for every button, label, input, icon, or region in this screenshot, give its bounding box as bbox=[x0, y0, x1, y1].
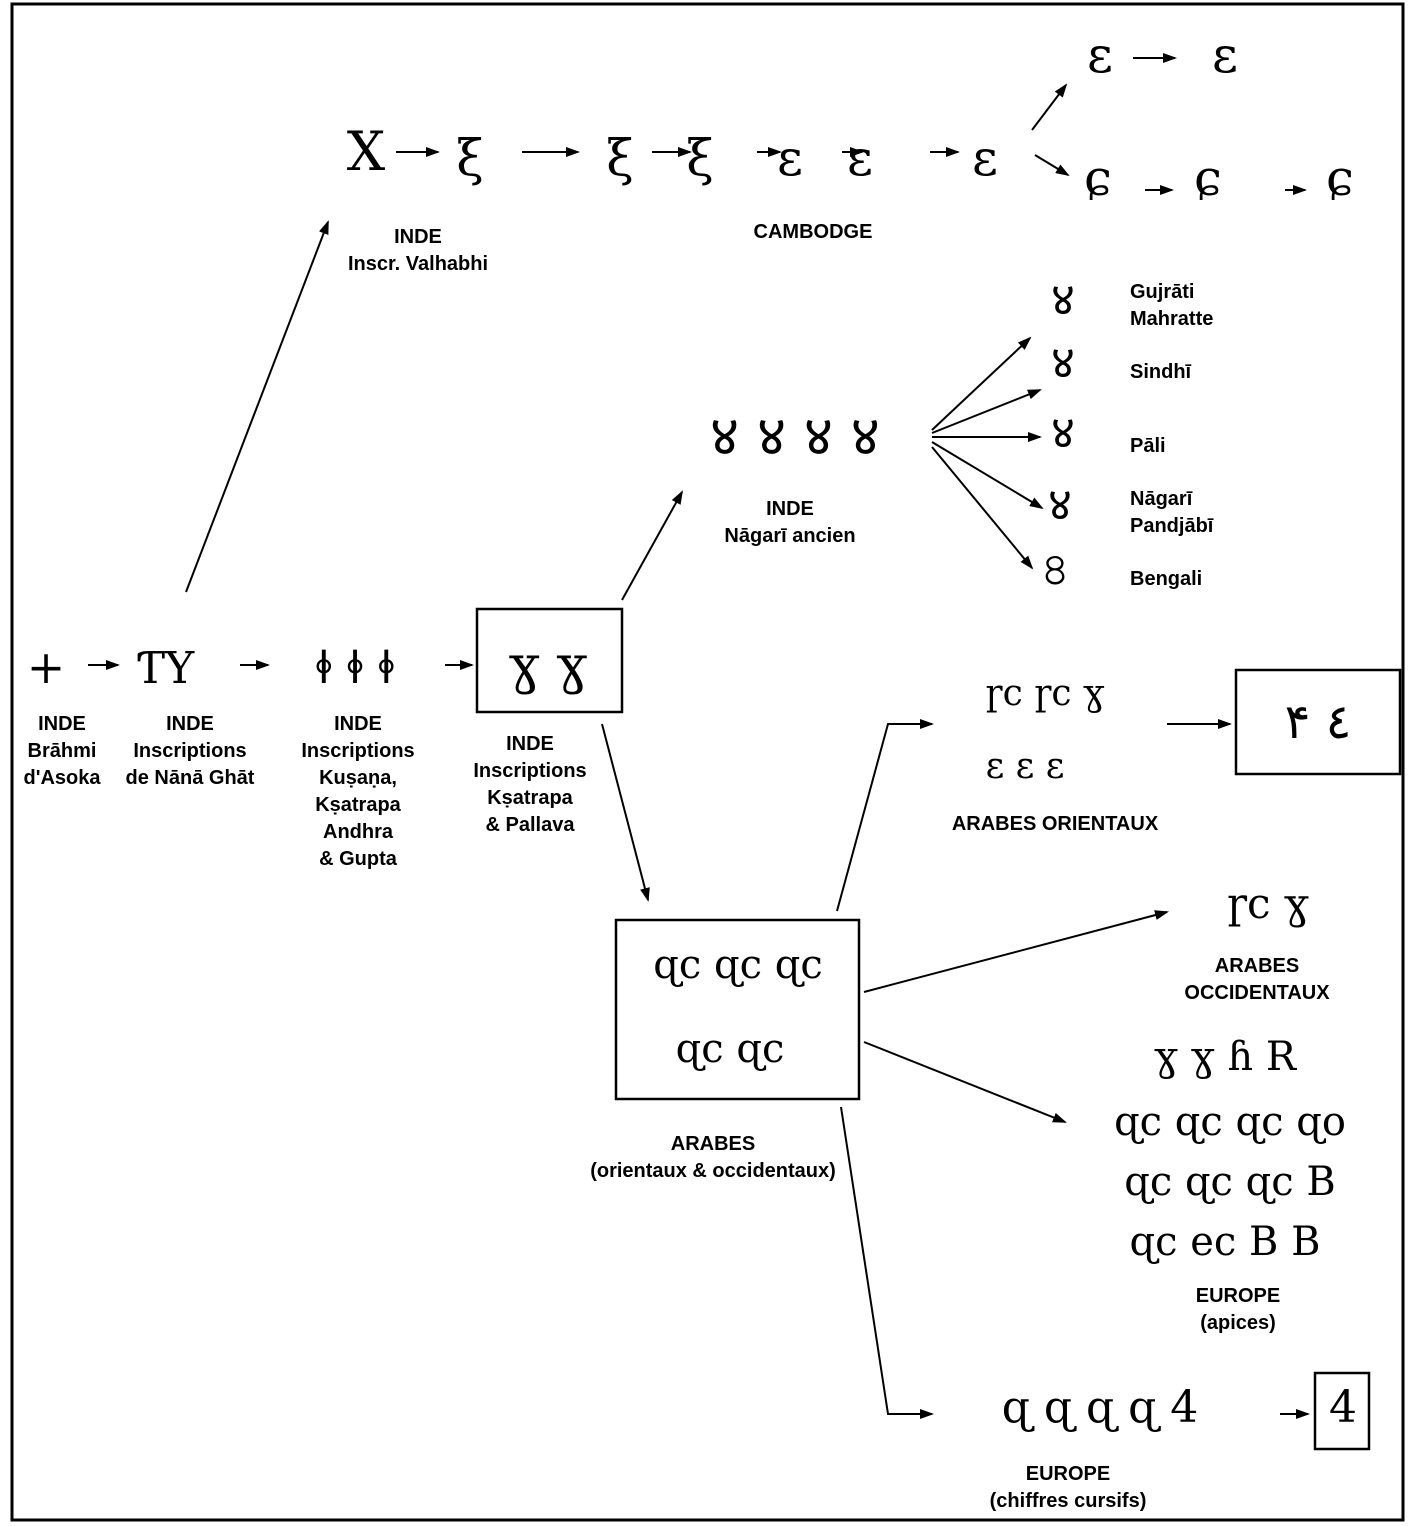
arabes-glyph: ɋc ɋc bbox=[676, 1026, 785, 1072]
node-labels: INDE Brāhmi d'Asoka INDE Inscriptions de Nānā… bbox=[23, 221, 1330, 1512]
europe-final-glyph: 4 bbox=[1329, 1382, 1357, 1433]
kusana-glyph: ꬹ ꬹ ꬹ bbox=[315, 643, 395, 694]
flow-arrow bbox=[185, 220, 329, 593]
nana-ghat-glyph: ƬY bbox=[136, 643, 195, 694]
gujrati-label: Gujrāti bbox=[1130, 281, 1194, 303]
flow-arrow bbox=[621, 490, 683, 601]
europe-apices-glyph: ɋc ɋc ɋc ɋo bbox=[1114, 1099, 1346, 1145]
cambodge-glyph: ξ bbox=[606, 129, 634, 187]
europe-apices-label: EUROPE bbox=[1196, 1285, 1280, 1307]
ksatrapa-box bbox=[475, 607, 624, 714]
connection-arrows bbox=[88, 53, 1310, 1419]
flow-arrow bbox=[863, 910, 1169, 993]
arabes-box bbox=[614, 918, 861, 1101]
kusana-label: & Gupta bbox=[319, 848, 398, 870]
flow-arrow bbox=[931, 336, 1032, 431]
brahmi-label: INDE bbox=[38, 713, 86, 735]
nagari-pandjabi-label: Nāgarī bbox=[1130, 488, 1193, 510]
cambodge-down-glyph: ɕ bbox=[1194, 149, 1222, 207]
gujrati-label: Mahratte bbox=[1130, 308, 1213, 330]
europe-apices-glyph: ɋc ec B B bbox=[1129, 1219, 1320, 1265]
nana-ghat-label: INDE bbox=[166, 713, 214, 735]
pali-label: Pāli bbox=[1130, 435, 1166, 457]
arabes-orientaux-label: ARABES ORIENTAUX bbox=[952, 813, 1159, 835]
arabes-label: (orientaux & occidentaux) bbox=[590, 1160, 836, 1182]
cambodge-glyph: ɛ bbox=[972, 129, 998, 187]
brahmi-label: Brāhmi bbox=[28, 740, 97, 762]
flow-arrow bbox=[836, 719, 934, 912]
arabes-orientaux-final-box bbox=[1234, 668, 1402, 776]
brahmi-glyph: + bbox=[27, 640, 66, 694]
arabes-orientaux-final-glyph: ۴ ٤ bbox=[1285, 694, 1352, 750]
arabes-orientaux-glyph: ɼc ɼc ɣ bbox=[985, 673, 1105, 714]
glyph-boxes bbox=[475, 607, 1402, 1451]
kusana-label: Kuṣaṇa, bbox=[319, 767, 397, 789]
cambodge-glyph: ε bbox=[777, 129, 803, 187]
nagari-label: Nāgarī ancien bbox=[724, 525, 855, 547]
europe-final-box bbox=[1313, 1371, 1371, 1451]
nagari-label: INDE bbox=[766, 498, 814, 520]
cambodge-up-glyph: ɛ bbox=[1212, 26, 1238, 84]
europe-apices-label: (apices) bbox=[1200, 1312, 1276, 1334]
flow-arrow bbox=[931, 446, 1034, 570]
nagari-pandjabi-label: Pandjābī bbox=[1130, 515, 1214, 537]
cambodge-glyph: ɛ bbox=[847, 129, 873, 187]
kusana-label: Andhra bbox=[323, 821, 394, 843]
flow-arrow bbox=[1034, 154, 1070, 177]
cambodge-label: CAMBODGE bbox=[754, 221, 873, 243]
ksatrapa-label: Inscriptions bbox=[473, 760, 586, 782]
arabes-occidentaux-glyph: ɼc ɣ bbox=[1227, 879, 1309, 928]
kusana-label: INDE bbox=[334, 713, 382, 735]
cambodge-glyph: ξ bbox=[456, 129, 484, 187]
cambodge-glyph: ξ bbox=[686, 129, 714, 187]
arabes-orientaux-glyph: ɛ ɛ ɛ bbox=[986, 746, 1065, 787]
kusana-label: Inscriptions bbox=[301, 740, 414, 762]
arabes-glyph: ɋc ɋc ɋc bbox=[653, 942, 822, 988]
cambodge-down-glyph: ɕ bbox=[1326, 149, 1354, 207]
europe-cursifs-glyph: ɋ ɋ ɋ ɋ 4 bbox=[1002, 1382, 1199, 1433]
sindhi-label: Sindhī bbox=[1130, 361, 1192, 383]
bengali-label: Bengali bbox=[1130, 568, 1202, 590]
cambodge-down-glyph: ɕ bbox=[1084, 149, 1112, 207]
nana-ghat-label: de Nānā Ghāt bbox=[126, 767, 255, 789]
valhabhi-label: INDE bbox=[394, 226, 442, 248]
europe-cursifs-label: EUROPE bbox=[1026, 1463, 1110, 1485]
europe-cursifs-label: (chiffres cursifs) bbox=[990, 1490, 1147, 1512]
arabes-occidentaux-label: OCCIDENTAUX bbox=[1184, 982, 1330, 1004]
sindhi-glyph: ४ bbox=[1051, 335, 1075, 389]
ksatrapa-label: INDE bbox=[506, 733, 554, 755]
nagari-pandjabi-glyph: ४ bbox=[1048, 477, 1072, 531]
europe-apices-glyph: ɣ ɣ ɦ R bbox=[1154, 1034, 1298, 1080]
bengali-glyph: ৪ bbox=[1040, 542, 1070, 596]
flow-arrow bbox=[601, 723, 650, 902]
flow-arrow bbox=[863, 1041, 1067, 1123]
outer-frame bbox=[10, 2, 1405, 1522]
ksatrapa-glyph: ɣ ɣ bbox=[509, 636, 588, 696]
ksatrapa-label: Kṣatrapa bbox=[487, 787, 573, 809]
gujrati-glyph: ४ bbox=[1051, 272, 1075, 326]
arabes-occidentaux-label: ARABES bbox=[1215, 955, 1299, 977]
kusana-label: Kṣatrapa bbox=[315, 794, 401, 816]
pali-glyph: ४ bbox=[1051, 405, 1075, 459]
arabes-label: ARABES bbox=[671, 1133, 755, 1155]
cambodge-up-glyph: ɛ bbox=[1087, 26, 1113, 84]
valhabhi-glyph: X bbox=[347, 120, 386, 183]
flow-arrow bbox=[931, 389, 1042, 434]
ksatrapa-label: & Pallava bbox=[486, 814, 576, 836]
flow-arrow bbox=[1031, 83, 1068, 131]
flow-arrow bbox=[840, 1106, 934, 1419]
nana-ghat-label: Inscriptions bbox=[133, 740, 246, 762]
brahmi-label: d'Asoka bbox=[23, 767, 101, 789]
europe-apices-glyph: ɋc ɋc ɋc B bbox=[1124, 1159, 1336, 1205]
valhabhi-label: Inscr. Valhabhi bbox=[348, 253, 488, 275]
flow-arrow bbox=[931, 441, 1044, 510]
nagari-glyph: ४ ४ ४ ४ bbox=[710, 404, 880, 469]
